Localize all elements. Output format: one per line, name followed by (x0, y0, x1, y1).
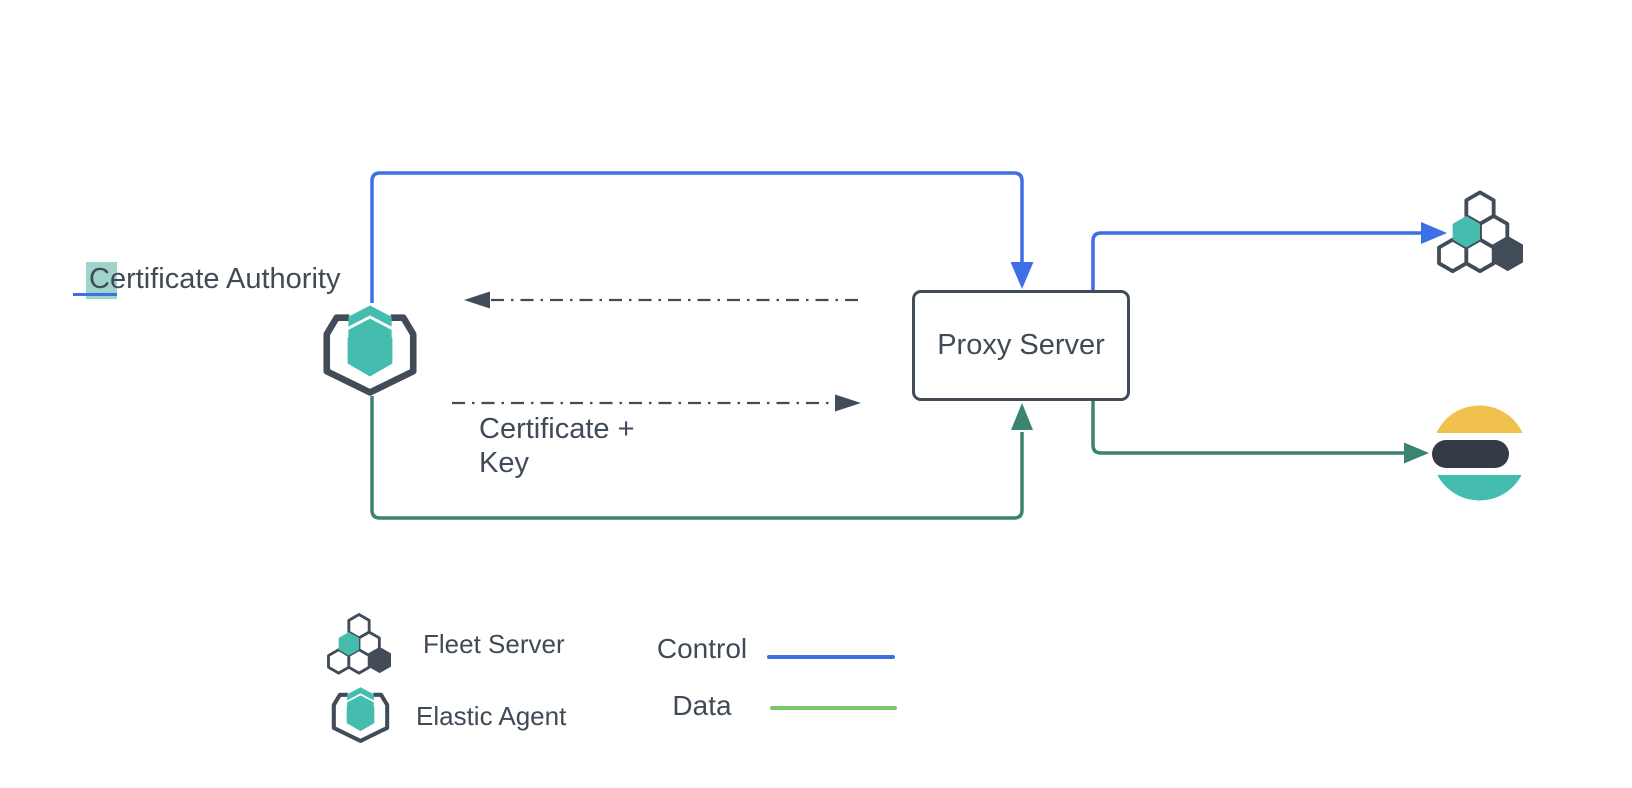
legend-fleet-server-label: Fleet Server (423, 629, 565, 659)
data-path-proxy-to-elasticsearch (1091, 401, 1404, 455)
text-cursor-underline (73, 293, 117, 296)
control-arrowhead-proxy (1010, 262, 1034, 289)
data-arrowhead-proxy (1011, 403, 1033, 430)
legend-data-label: Data (672, 690, 732, 721)
elasticsearch-icon (1432, 405, 1523, 501)
legend-control-label: Control (656, 633, 748, 664)
legend-elastic-agent-icon (331, 687, 390, 745)
control-path-agent-to-proxy (370, 171, 1024, 303)
text-selection-highlight (86, 262, 117, 299)
elastic-agent-icon (322, 305, 418, 399)
elasticsearch-top-segment (1436, 405, 1523, 433)
legend-control-line-swatch (767, 655, 895, 659)
certificate-authority-label: Certificate Authority (89, 263, 341, 295)
cert-dash-arrowhead-right (835, 394, 861, 412)
certificate-key-label: Certificate + Key (479, 413, 635, 479)
data-arrowhead-elasticsearch (1404, 442, 1429, 464)
legend-elastic-agent-label: Elastic Agent (416, 701, 567, 731)
elasticsearch-bottom-segment (1437, 475, 1522, 501)
control-path-proxy-to-fleet (1091, 231, 1421, 290)
elasticsearch-middle-bar (1432, 440, 1509, 468)
control-arrowhead-fleet (1421, 222, 1447, 244)
proxy-server-node: Proxy Server (912, 290, 1130, 401)
legend-data-line-swatch (770, 706, 897, 710)
cert-dash-arrowhead-left (464, 291, 490, 309)
data-path-agent-to-proxy (370, 396, 1024, 520)
legend-fleet-server-icon (327, 613, 391, 675)
proxy-server-label: Proxy Server (937, 329, 1105, 361)
fleet-server-icon (1437, 190, 1523, 274)
